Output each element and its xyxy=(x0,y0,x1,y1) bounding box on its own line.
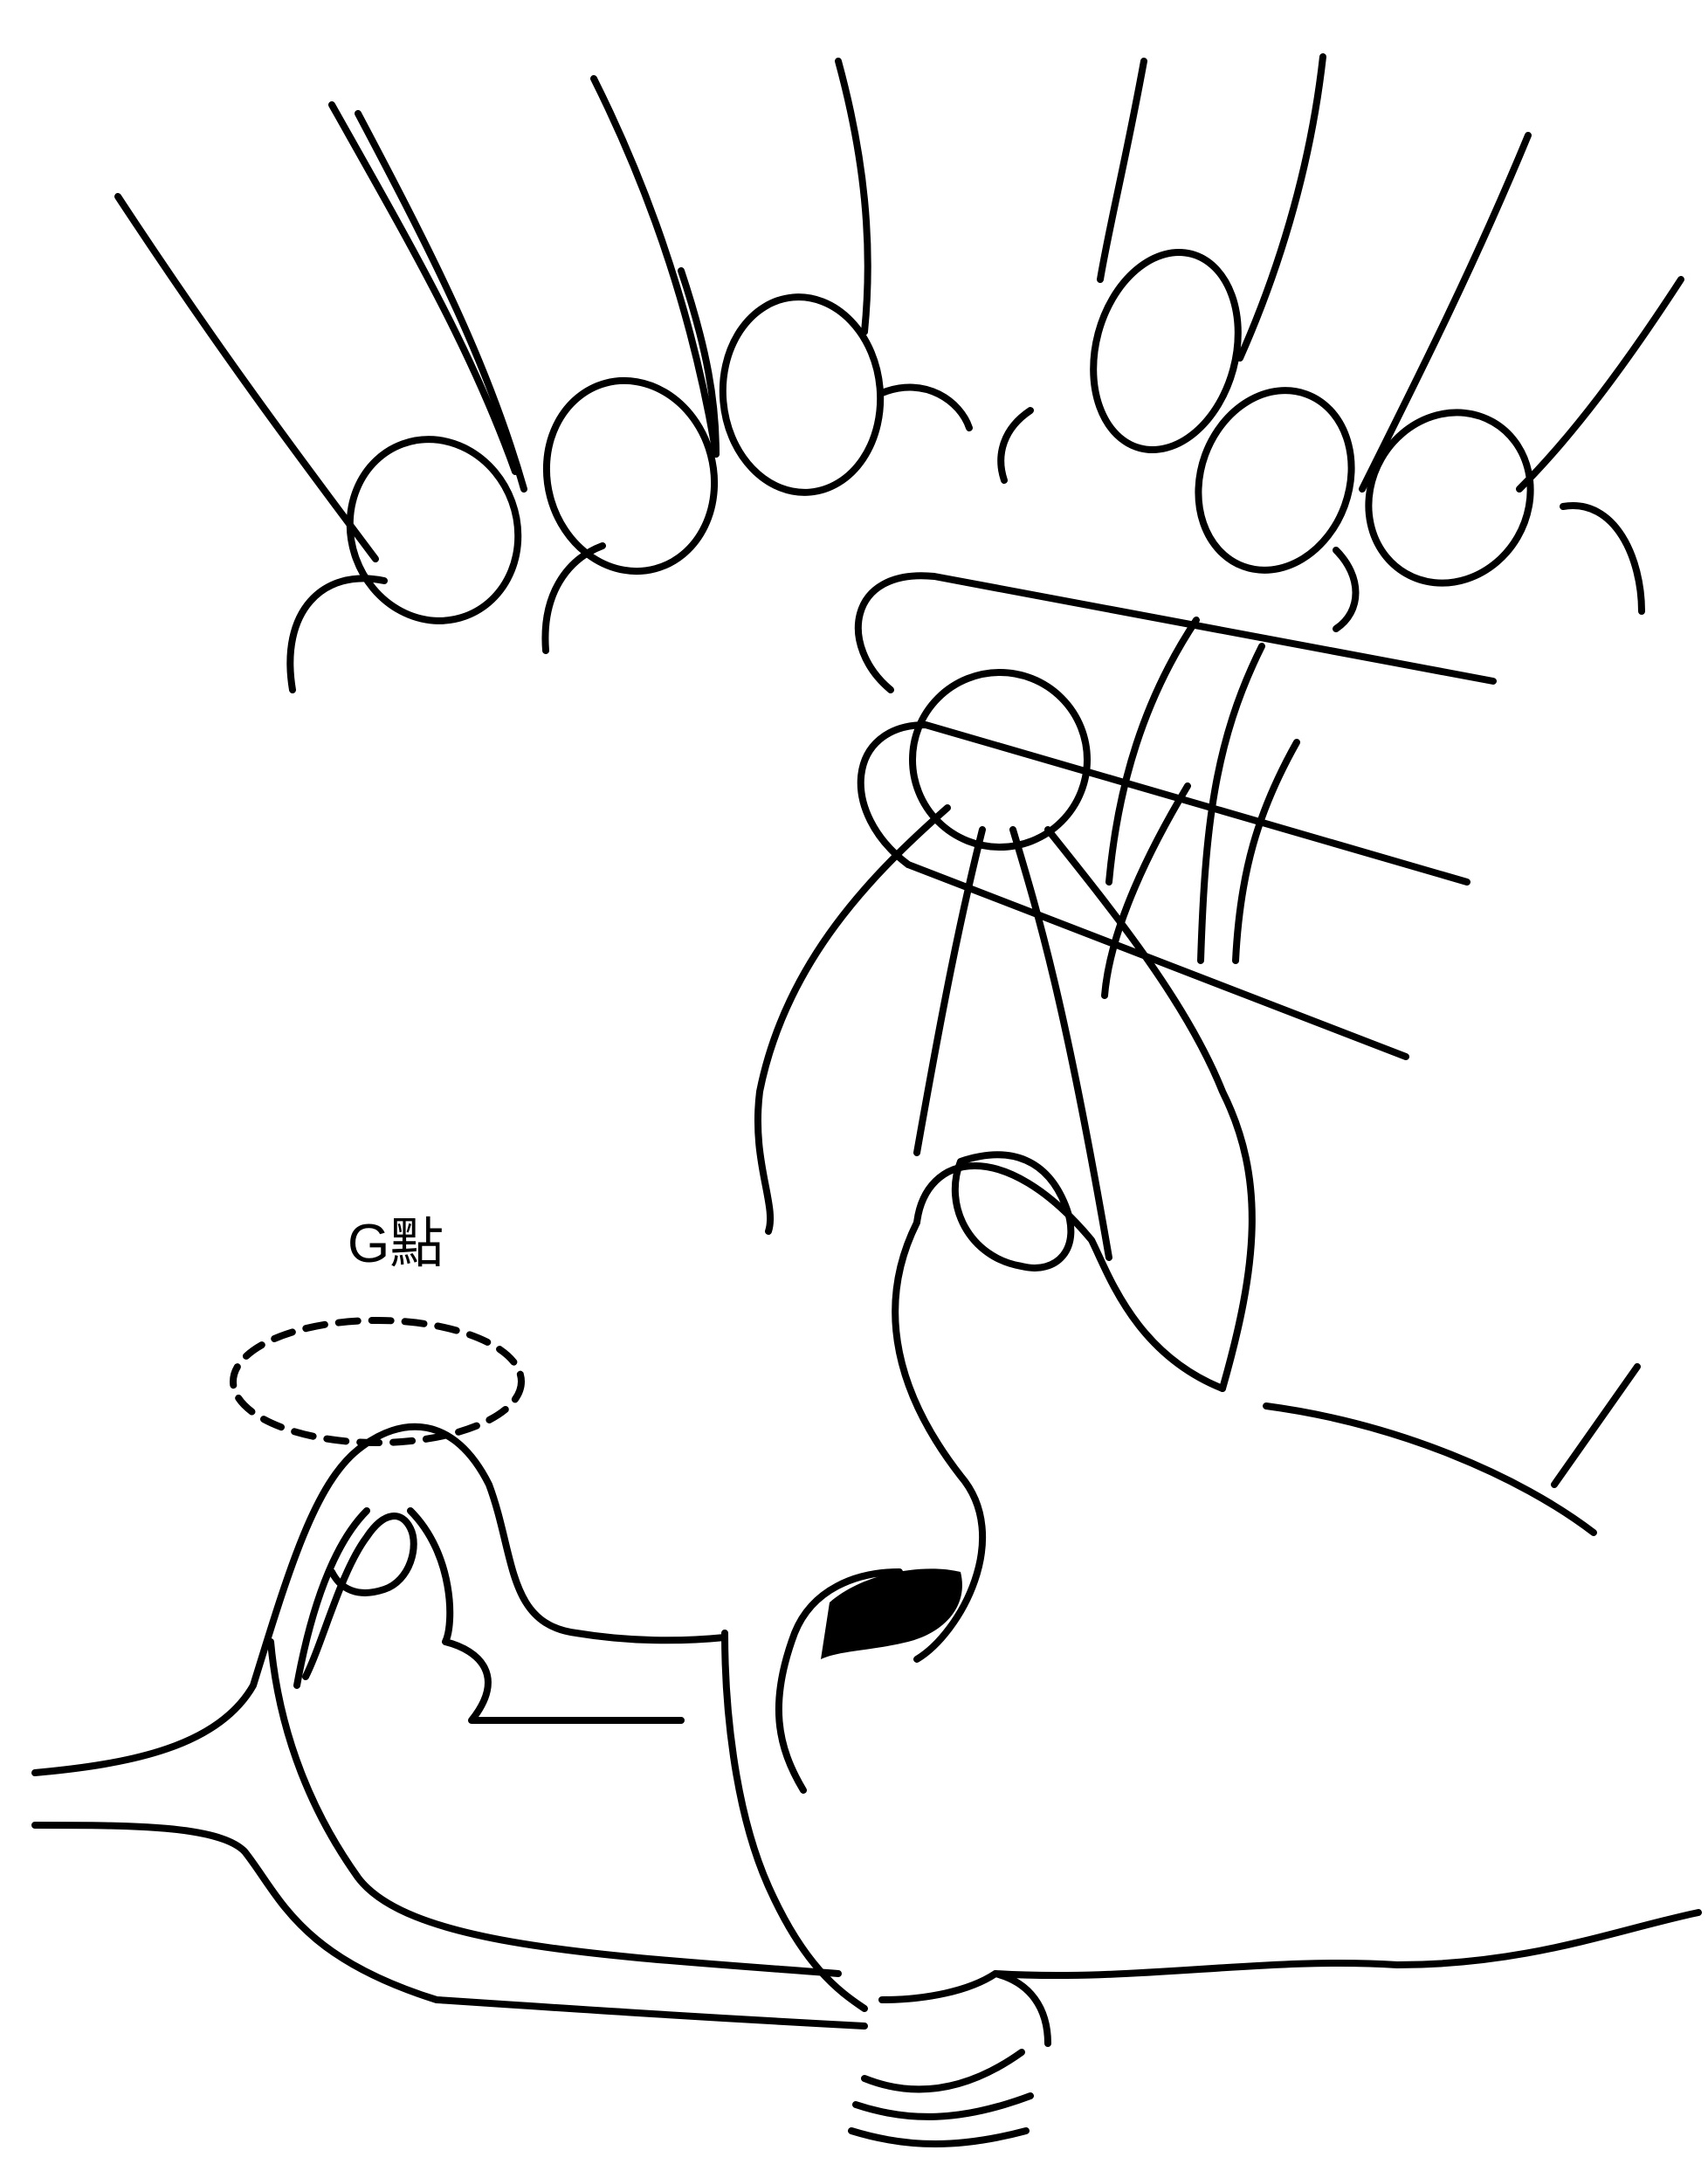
g-spot-dashed-outline xyxy=(230,1317,525,1446)
fingernail-4 xyxy=(1090,249,1242,453)
shaft-right-outline xyxy=(1044,826,1256,1392)
shaft-inner-line-1 xyxy=(913,826,986,1156)
fingernail-1 xyxy=(346,436,522,624)
finger-outline-5 xyxy=(678,267,720,458)
gripping-finger-3 xyxy=(905,861,1409,1060)
canal-line-2 xyxy=(31,1822,868,2030)
fingernail-6 xyxy=(1365,409,1534,587)
finger-crease-4 xyxy=(1101,782,1191,999)
shaft-left-outline xyxy=(754,804,951,1235)
anus-opening xyxy=(878,1970,1051,2047)
penis-drawing xyxy=(754,804,1641,1794)
finger-outline-10 xyxy=(1516,276,1684,493)
gripping-finger-1 xyxy=(854,572,1497,693)
vaginal-wall-inner xyxy=(293,1507,685,1724)
thumb-outline xyxy=(892,1162,1226,1663)
fingernail-5 xyxy=(1195,387,1355,574)
gripping-finger-2 xyxy=(857,721,1470,886)
finger-outline-9 xyxy=(1359,132,1532,493)
vagina-cross-section xyxy=(31,1423,1702,2147)
finger-outline-2 xyxy=(328,101,519,475)
canal-line-1 xyxy=(267,1638,842,1977)
knuckle-2 xyxy=(541,542,606,654)
knuckle-6 xyxy=(1560,502,1645,615)
finger-crease-2 xyxy=(1197,643,1265,964)
urethra-line xyxy=(775,1568,903,1794)
finger-outline-6 xyxy=(835,58,871,335)
fingernail-3 xyxy=(719,293,885,496)
gripping-fingers xyxy=(854,572,1497,1060)
vibration-line-1 xyxy=(861,2049,1025,2093)
finger-crease-1 xyxy=(1105,617,1200,886)
knuckle-3 xyxy=(878,383,973,431)
hand-drawing xyxy=(114,53,1684,693)
vaginal-wall-outer xyxy=(31,1423,728,1776)
finger-outline-7 xyxy=(1097,58,1147,283)
knuckle-4 xyxy=(997,407,1034,484)
wrist-line xyxy=(1551,1363,1641,1488)
shaft-inner-line-2 xyxy=(1009,826,1112,1261)
finger-joint-circle xyxy=(909,669,1091,851)
canal-line-3 xyxy=(721,1630,868,2012)
finger-outline-1 xyxy=(114,193,379,562)
g-spot-label: G點 xyxy=(348,1214,444,1274)
finger-outline-4 xyxy=(590,75,720,458)
knuckle-5 xyxy=(1333,547,1360,632)
knuckle-1 xyxy=(286,575,388,693)
thumbnail xyxy=(951,1151,1075,1272)
finger-outline-3 xyxy=(355,110,527,493)
finger-outline-8 xyxy=(1236,53,1326,362)
glans-shadow xyxy=(821,1568,962,1659)
inner-fold xyxy=(302,1513,417,1680)
finger-crease-3 xyxy=(1232,739,1300,964)
hand-heel-outline xyxy=(1263,1402,1597,1536)
vibration-line-3 xyxy=(848,2127,1030,2147)
vibration-line-2 xyxy=(852,2092,1034,2120)
perineum-outline xyxy=(992,1909,1702,1980)
fingernail-2 xyxy=(542,376,719,575)
